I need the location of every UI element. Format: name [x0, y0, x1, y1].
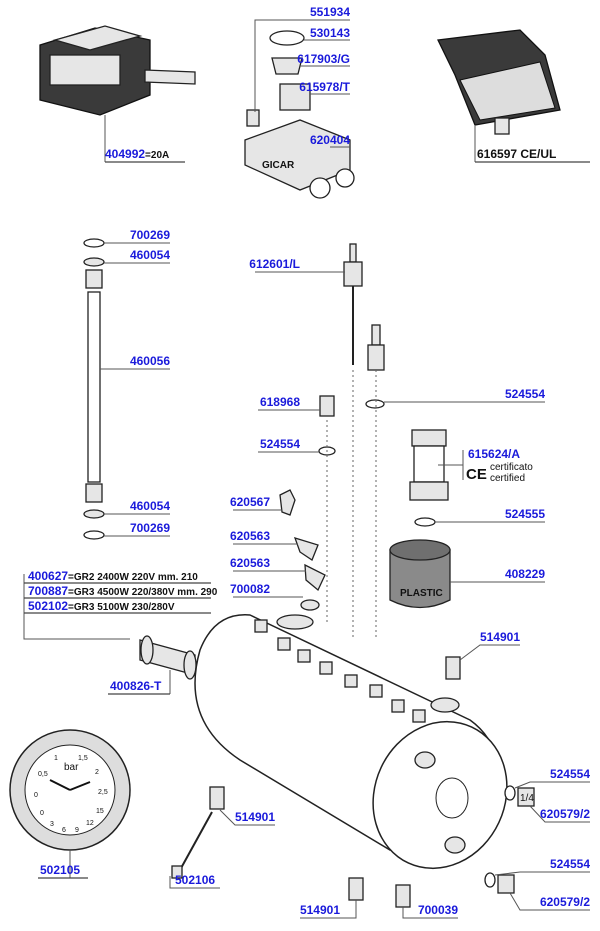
- gauge-tick: 2: [95, 769, 99, 776]
- safety-valve-part[interactable]: [409, 429, 449, 527]
- gauge-tick: 9: [75, 827, 79, 834]
- heating-element-part[interactable]: [139, 635, 197, 694]
- part-code-620579-2-bottom[interactable]: 620579/2: [540, 895, 590, 909]
- part-code-617903G[interactable]: 617903/G: [297, 52, 350, 66]
- ce-mark-icon: CE: [466, 466, 487, 483]
- part-code-700269-top[interactable]: 700269: [130, 228, 170, 242]
- certificato-label: certificato: [490, 462, 533, 473]
- part-code-460054-top[interactable]: 460054: [130, 248, 170, 262]
- elbow-fittings-part[interactable]: [279, 489, 326, 611]
- gauge-tick: 15: [96, 808, 104, 815]
- gauge-tick: 12: [86, 820, 94, 827]
- part-code-524554-right-top[interactable]: 524554: [550, 767, 590, 781]
- part-code-400826T[interactable]: 400826-T: [110, 679, 162, 693]
- part-code-700269-bottom[interactable]: 700269: [130, 521, 170, 535]
- gauge-tick: 3: [50, 821, 54, 828]
- part-code-460056[interactable]: 460056: [130, 354, 170, 368]
- part-code-502105[interactable]: 502105: [40, 863, 80, 877]
- part-code-514901-top[interactable]: 514901: [480, 630, 520, 644]
- gauge-tick: 0: [34, 792, 38, 799]
- gauge-unit: bar: [64, 762, 79, 773]
- part-code-616597[interactable]: 616597 CE/UL: [477, 147, 556, 161]
- part-code-460054-bottom[interactable]: 460054: [130, 499, 170, 513]
- part-code-530143[interactable]: 530143: [310, 26, 350, 40]
- heater-row: 400627=GR2 2400W 220V mm. 210: [28, 569, 198, 583]
- capillary-tube-part[interactable]: [169, 811, 220, 889]
- part-code-620563-a[interactable]: 620563: [230, 529, 270, 543]
- gauge-tick: 6: [62, 827, 66, 834]
- solenoid-valve-part[interactable]: GICAR: [244, 30, 355, 199]
- gauge-tick: 2,5: [98, 789, 108, 796]
- pressure-gauge-part[interactable]: bar 0 0,5 1 1,5 2 2,5 0 3 6 9 12 15: [9, 729, 131, 878]
- part-code-404992: 404992: [105, 147, 145, 161]
- part-code-700039[interactable]: 700039: [418, 903, 458, 917]
- part-code-514901-bottom[interactable]: 514901: [300, 903, 340, 917]
- plug-620579-part[interactable]: 1/4: [484, 785, 535, 894]
- level-glass-part[interactable]: [83, 238, 105, 540]
- pressure-switch-part[interactable]: [437, 29, 561, 162]
- part-code-502106[interactable]: 502106: [175, 873, 215, 887]
- part-code-615624A[interactable]: 615624/A: [468, 447, 520, 461]
- part-code-524554-right[interactable]: 524554: [505, 387, 545, 401]
- part-code-524554-center[interactable]: 524554: [260, 437, 300, 451]
- gauge-tick: 1: [54, 755, 58, 762]
- part-desc-404992: =20A: [145, 150, 169, 161]
- level-probe-part[interactable]: [318, 243, 385, 456]
- fitting-514901-part[interactable]: [209, 656, 461, 908]
- heater-table: 400627=GR2 2400W 220V mm. 210 700887=GR3…: [23, 569, 218, 640]
- part-code-620567[interactable]: 620567: [230, 495, 270, 509]
- part-code-551934[interactable]: 551934: [310, 5, 350, 19]
- heater-row: 700887=GR3 4500W 220/380V mm. 290: [28, 584, 218, 598]
- gauge-tick: 1,5: [78, 755, 88, 762]
- plastic-label: PLASTIC: [400, 588, 443, 599]
- part-code-612601L[interactable]: 612601/L: [249, 257, 300, 271]
- part-code-408229[interactable]: 408229: [505, 567, 545, 581]
- heater-row: 502102=GR3 5100W 230/280V: [28, 599, 175, 613]
- certified-label: certified: [490, 473, 525, 484]
- part-code-620563-b[interactable]: 620563: [230, 556, 270, 570]
- svg-text:404992=20A: 404992=20A: [105, 147, 169, 161]
- part-code-620579-2-top[interactable]: 620579/2: [540, 807, 590, 821]
- boiler-tank-part[interactable]: [194, 614, 531, 891]
- gicar-mark: GICAR: [262, 160, 295, 171]
- part-code-618968[interactable]: 618968: [260, 395, 300, 409]
- part-code-514901-left[interactable]: 514901: [235, 810, 275, 824]
- gauge-tick: 0,5: [38, 771, 48, 778]
- part-code-524554-right-bottom[interactable]: 524554: [550, 857, 590, 871]
- part-code-524555[interactable]: 524555: [505, 507, 545, 521]
- part-code-620404[interactable]: 620404: [310, 133, 350, 147]
- plastic-cover-part[interactable]: PLASTIC: [389, 539, 451, 609]
- rotary-switch-part[interactable]: [39, 25, 196, 162]
- part-code-615978T[interactable]: 615978/T: [299, 80, 350, 94]
- gauge-tick: 0: [40, 810, 44, 817]
- part-code-700082[interactable]: 700082: [230, 582, 270, 596]
- fitting-size-label: 1/4: [520, 793, 534, 804]
